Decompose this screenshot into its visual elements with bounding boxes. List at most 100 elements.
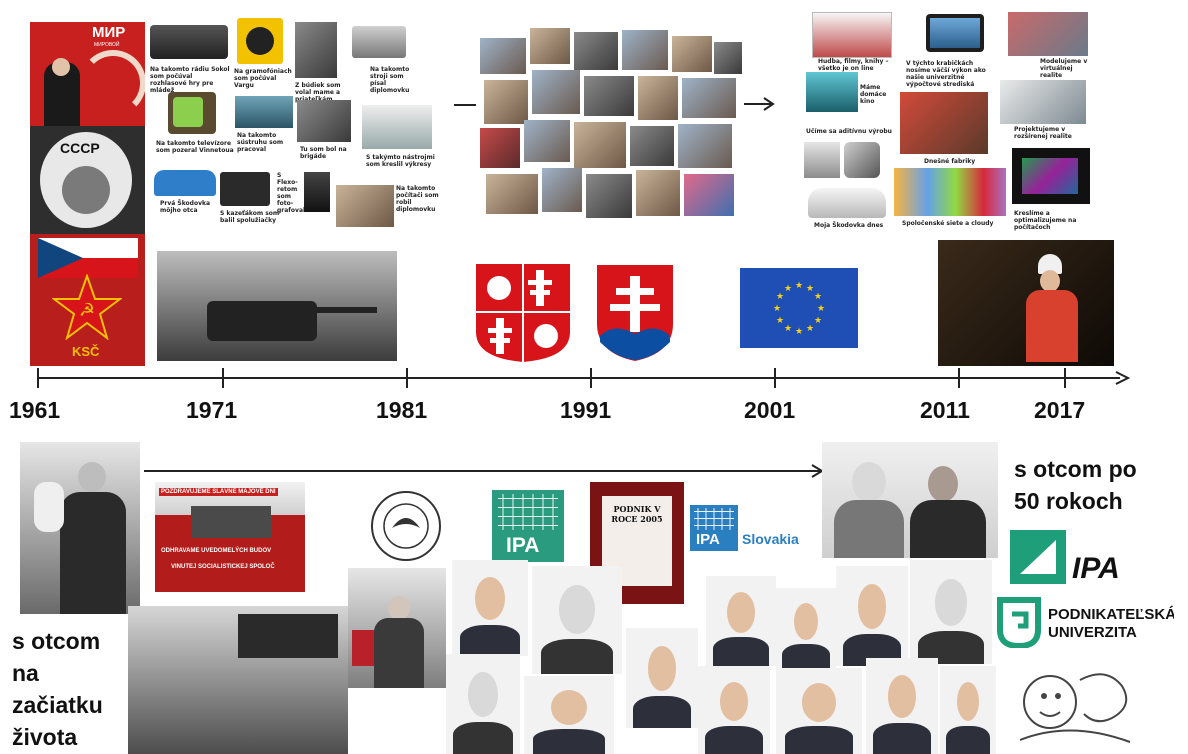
ksc-emblem: ☭ KSČ	[30, 234, 145, 366]
sickle-shape	[80, 50, 145, 116]
portrait-12	[866, 658, 938, 754]
mosaic-tile	[672, 36, 712, 72]
svg-text:★: ★	[806, 284, 814, 294]
tools-image	[362, 105, 432, 149]
end-caption-line2: 50 rokoch	[1014, 488, 1123, 514]
portrait-1	[452, 560, 528, 656]
factory-image	[900, 92, 988, 154]
portrait-5	[626, 628, 698, 728]
typewriter-image	[352, 26, 406, 58]
camera-image	[304, 172, 330, 212]
cartoon-illustration-icon	[1019, 673, 1131, 743]
mosaic-tile	[678, 124, 732, 168]
svg-text:★: ★	[776, 316, 784, 326]
gramophone-image	[237, 18, 283, 64]
mir-poster: МИР МИРОВОЙ	[30, 22, 145, 126]
czechoslovak-coat-of-arms-icon	[476, 264, 570, 362]
mosaic-tile	[480, 38, 526, 74]
tick-1991	[590, 368, 592, 388]
people-mosaic	[480, 28, 742, 220]
life-arrow-icon	[144, 464, 824, 478]
cassette-image	[220, 172, 270, 206]
lathe-image	[235, 96, 293, 128]
tv-caption: Na takomto televízore som pozeral Vinnet…	[156, 140, 234, 154]
mosaic-tile	[630, 126, 674, 166]
classroom-photo	[128, 606, 348, 754]
tick-2011	[958, 368, 960, 388]
phone-booth-image	[295, 22, 337, 78]
end-caption-line1: s otcom po	[1014, 456, 1137, 482]
mosaic-tile	[486, 174, 538, 214]
ipa-slovakia-ipa: IPA	[696, 531, 720, 548]
portrait-3	[446, 654, 520, 754]
tick-2001	[774, 368, 776, 388]
banner-text-1: POZDRAVUJEME SLÁVNE MÁJOVÉ DNI	[159, 488, 278, 496]
mosaic-tile	[638, 76, 678, 120]
year-label-1981: 1981	[376, 397, 428, 423]
university-seal-icon	[371, 491, 441, 561]
lathe-caption: Na takomto sústruhu som pracoval	[237, 132, 284, 153]
eu-flag-icon: ★★★★ ★★★★ ★★★★	[740, 268, 858, 348]
cassette-caption: S kazeťákom som balil spolužiačky	[220, 210, 280, 224]
tablets-caption: V týchto krabičkách nosíme väčší výkon a…	[906, 60, 986, 88]
portrait-13	[940, 666, 996, 754]
pu-mark-icon	[997, 597, 1041, 648]
camera-caption: S Flexo-retom som foto-grafoval	[277, 172, 306, 214]
year-label-1991: 1991	[560, 397, 612, 423]
social-caption: Spoločenské siete a cloudy	[902, 220, 994, 227]
mosaic-tile	[714, 42, 742, 74]
arrow-left-line	[454, 104, 476, 106]
factories-caption: Dnešné fabriky	[924, 158, 976, 165]
cad-image	[1012, 148, 1090, 204]
book-title: PODNIK V ROCE 2005	[611, 504, 663, 524]
additive-caption: Učíme sa aditívnu výrobu	[806, 128, 892, 135]
car-image	[154, 170, 216, 196]
svg-text:★: ★	[784, 284, 792, 294]
mosaic-tile	[524, 120, 570, 162]
computer-image	[336, 185, 394, 227]
tick-1981	[406, 368, 408, 388]
ipa-slovakia-text: Slovakia	[742, 531, 799, 547]
portrait-2	[532, 566, 622, 674]
star-icon: ☭	[52, 274, 122, 340]
portrait-9	[836, 566, 908, 666]
vr-caption: Modelujeme v virtuálnej realite	[1040, 58, 1088, 79]
portrait-6	[706, 576, 776, 666]
car-caption: Prvá Škodovka môjho otca	[160, 200, 211, 214]
portrait-4	[524, 676, 614, 754]
portrait-10	[910, 560, 992, 664]
mosaic-tile	[682, 78, 736, 118]
mosaic-tile	[530, 28, 570, 64]
social-clouds-image	[894, 168, 1006, 216]
mosaic-tile	[574, 122, 626, 168]
father-with-baby-photo	[20, 442, 140, 614]
mosaic-tile	[636, 170, 680, 216]
gagarin-photo: СССР	[30, 126, 145, 234]
portrait-7	[698, 666, 770, 754]
ar-caption: Projektujeme v rozšírenej realite	[1014, 126, 1072, 140]
arrow-right-icon	[744, 97, 775, 111]
printed-part-image	[844, 142, 880, 178]
typewriter-caption: Na takomto stroji som písal diplomovku	[370, 66, 410, 94]
ipa-slovakia-logo: IPA Slovakia	[690, 505, 810, 553]
ipa-green-text: IPA	[1072, 552, 1120, 584]
svg-text:☭: ☭	[79, 300, 95, 321]
svg-text:★: ★	[776, 292, 784, 302]
mosaic-tile	[574, 32, 618, 70]
mir-title: МИР	[92, 24, 126, 41]
father-and-son-photo	[822, 442, 998, 558]
tick-2017	[1064, 368, 1066, 388]
computer-caption: Na takomto počítači som robil diplomovku	[396, 185, 439, 213]
year-label-2017: 2017	[1034, 397, 1086, 423]
gramophone-caption: Na gramofóniach som počúval Vargu	[234, 68, 292, 89]
mir-subtitle: МИРОВОЙ	[94, 42, 120, 48]
vr-image	[1008, 12, 1088, 56]
start-caption-line3: začiatku	[12, 692, 103, 718]
tools-caption: S takýmto nástrojmi som kreslil výkresy	[366, 154, 435, 168]
professor-at-desk-photo	[348, 568, 446, 688]
tv-image	[168, 92, 216, 134]
portrait-8	[776, 588, 836, 670]
svg-text:★: ★	[784, 324, 792, 334]
banner-text-2: ODHRAVAME UVEDOMELÝCH BUDOV	[161, 548, 272, 554]
may-day-parade-photo: POZDRAVUJEME SLÁVNE MÁJOVÉ DNI ODHRAVAME…	[155, 482, 305, 592]
